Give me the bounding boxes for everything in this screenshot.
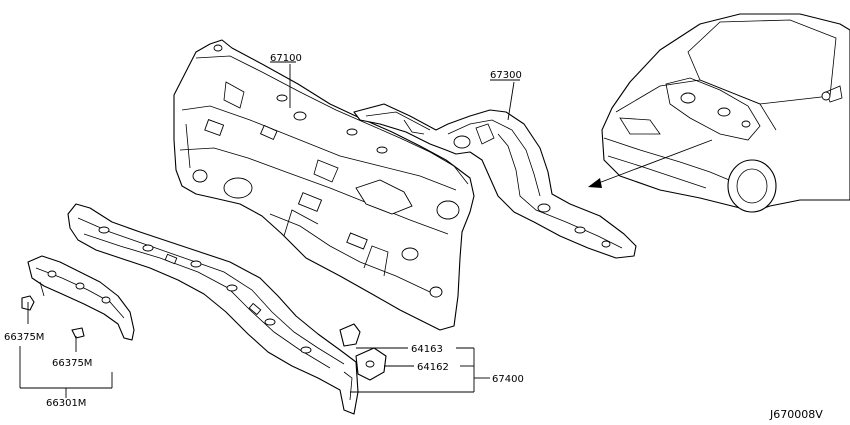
bracket-upper-part[interactable] [339, 323, 361, 347]
cowl-member-part[interactable] [67, 203, 359, 415]
upper-cowl-part[interactable] [353, 103, 637, 259]
side-assembly-part[interactable] [27, 255, 135, 341]
label-66375M-1: 66375M [4, 332, 44, 343]
leader-lines [19, 61, 520, 398]
label-67300: 67300 [490, 70, 522, 81]
label-67100: 67100 [270, 53, 302, 64]
dash-panel-part[interactable] [173, 39, 475, 331]
location-arrow [588, 139, 713, 188]
label-67400: 67400 [492, 374, 524, 385]
diagram-code: J670008V [769, 408, 823, 421]
label-66301M: 66301M [46, 398, 86, 409]
vehicle-locator-illustration [601, 13, 850, 213]
clip-part-2[interactable] [71, 327, 85, 339]
label-64163: 64163 [411, 344, 443, 355]
label-66375M-2: 66375M [52, 358, 92, 369]
bracket-lower-part[interactable] [355, 347, 387, 381]
label-64162: 64162 [417, 362, 449, 373]
